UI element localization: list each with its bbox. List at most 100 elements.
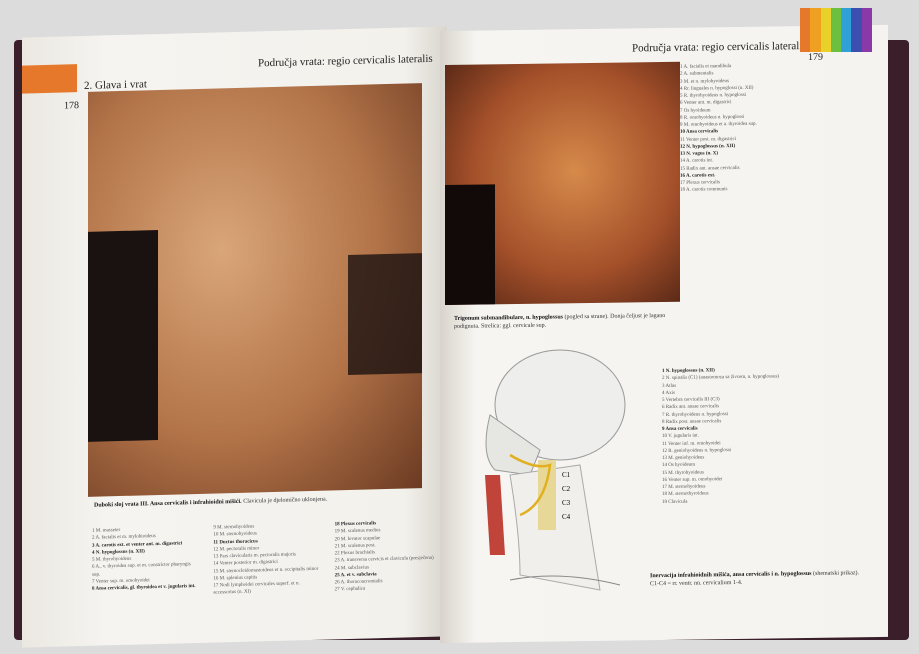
legend-number: 14 [662,463,667,469]
legend-number: 13 [213,554,219,560]
legend-number: 11 [213,539,219,546]
legend-text: V. jugularis int. [668,433,699,440]
legend-text: Ansa cervicalis [685,129,719,135]
legend-text: Os hyoideum [668,462,696,469]
label-c2: C2 [562,485,571,493]
legend-number: 10 [213,532,219,538]
figure-caption-2: Inervacija infrahioidnih mišića, ansa ce… [650,570,860,587]
legend-number: 12 [680,144,685,150]
legend-text: Venter posterior m. digastrici [219,560,278,567]
legend-text: M. thyrohyoideus [95,556,132,563]
legend-number: 15 [680,166,685,172]
color-tab [851,8,862,52]
legend-text: Atlas [665,383,677,389]
legend-number: 17 [680,180,685,186]
legend-text: Radix ant. ansae cervicalis [665,404,720,411]
legend-number: 27 [334,587,340,593]
legend-text: Radix post. ansae cervicalis [665,418,722,425]
legend-number: 21 [334,543,340,550]
legend-number: 20 [334,536,340,542]
legend-text: Os hyoideum [683,107,711,114]
color-tab [841,8,852,52]
color-tab [800,8,811,52]
legend-number: 7 [92,579,95,585]
legend-number: 8 [662,419,665,425]
legend-text: A. et v. subclavia [340,572,377,578]
color-tab [830,8,842,52]
legend-number: 10 [680,129,685,136]
legend-text: M. splenius capitis [219,575,258,582]
legend-text: M. sternocleidomastoideus et n. occipita… [219,566,319,574]
legend-item: 27 V. cephalica [335,584,442,594]
vertebrae-shape [538,460,556,530]
legend-text: M. levator scapulae [340,535,381,542]
legend-text: R. thyrohyoideus n. hypoglossi [665,411,729,418]
running-title: Područja vrata: regio cervicalis lateral… [632,40,807,55]
legend-text: M. geniohyoideus [668,455,705,461]
legend-text: Plexus cervicalis [340,521,377,528]
legend-number: 19 [662,499,667,505]
legend-number: 7 [680,108,683,114]
legend-number: 4 [680,86,683,92]
legend-number: 23 [334,558,340,564]
page-number: 178 [64,100,79,112]
legend-number: 13 [680,151,685,157]
legend-number: 18 [334,522,340,528]
legend-text: Axis [665,390,675,396]
legend-text: R. omohyoideus n. hypoglossi [683,114,745,121]
label-c1: C1 [562,471,571,479]
legend-text: Rr. linguales n. hypoglossi (n. XII) [683,85,754,92]
legend-text: A. submentalis [683,71,714,77]
left-page: 2. Glava i vrat Područja vrata: regio ce… [22,26,447,648]
chapter-tab [22,64,77,94]
legend-text: M. thyrohyoideus [668,469,704,476]
legend-number: 16 [680,173,685,179]
legend-text: A. carotis ext. et venter ant. m. digast… [95,540,183,549]
legend-number: 25 [334,572,340,579]
legend-text: Vertebra cervicalis III (C3) [665,397,720,403]
legend-number: 5 [680,93,683,99]
legend-text: M. sternohyoideus [668,484,706,490]
legend-text: N. spinalis (C1) (anastomoza sa živcem, … [665,374,780,382]
legend-number: 10 [662,434,667,440]
legend-number: 5 [92,557,95,563]
legend-text: A. carotis int. [685,158,714,164]
color-tab [861,8,872,52]
legend-number: 16 [213,576,219,582]
legend-text: A. carotis communis [685,187,728,193]
legend-text: Venter post. m. digastrici [686,136,737,143]
submandibular-photo [445,61,680,306]
legend-text: M. masseter [95,527,121,534]
legend-text: M. sternohyoideus [217,524,255,531]
legend-text: M. sternothyroideus [668,491,709,498]
legend-text: Venter inf. m. omohyoidei [668,440,721,447]
legend-text: A. facialis et mandibula [683,64,732,70]
legend-number: 12 [213,547,219,553]
legend-text: Venter ant. m. digastrici [683,100,732,106]
legend-item: 8 Ansa cervicalis, gl. thyroidea et v. j… [92,583,199,593]
legend-text: Ansa cervicalis, gl. thyroidea et v. jug… [95,584,196,592]
legend-number: 8 [680,115,683,121]
legend-text: M. sternohyoideus [219,531,257,538]
legend-text: V. cephalica [340,586,366,593]
legend-number: 4 [92,550,95,556]
legend-text: Clavicula [668,499,688,505]
dissection-photo [88,83,422,497]
legend-number: 22 [334,551,340,557]
label-c3: C3 [562,499,571,507]
legend-text: Nodi lymphoidei cervicales superf. et n.… [213,581,300,596]
legend-text: Radix ant. ansae cervicalis [686,165,740,172]
legend-text: A., v. thyroidea sup. et m. constrictor … [92,562,191,578]
legend-text: M. omohyoideus et a. thyroidea sup. [683,121,757,128]
legend-number: 14 [213,561,219,567]
legend-text: A. facialis et m. mylohioideus [95,534,156,541]
legend-text: N. hypoglossus (n. XII) [95,549,145,556]
running-title: Područja vrata: regio cervicalis lateral… [258,52,433,70]
legend-number: 9 [680,122,683,128]
legend-text: Pars clavicularis m. pectoralis majoris [219,552,296,560]
legend-number: 9 [213,525,216,531]
legend-number: 18 [662,492,667,498]
